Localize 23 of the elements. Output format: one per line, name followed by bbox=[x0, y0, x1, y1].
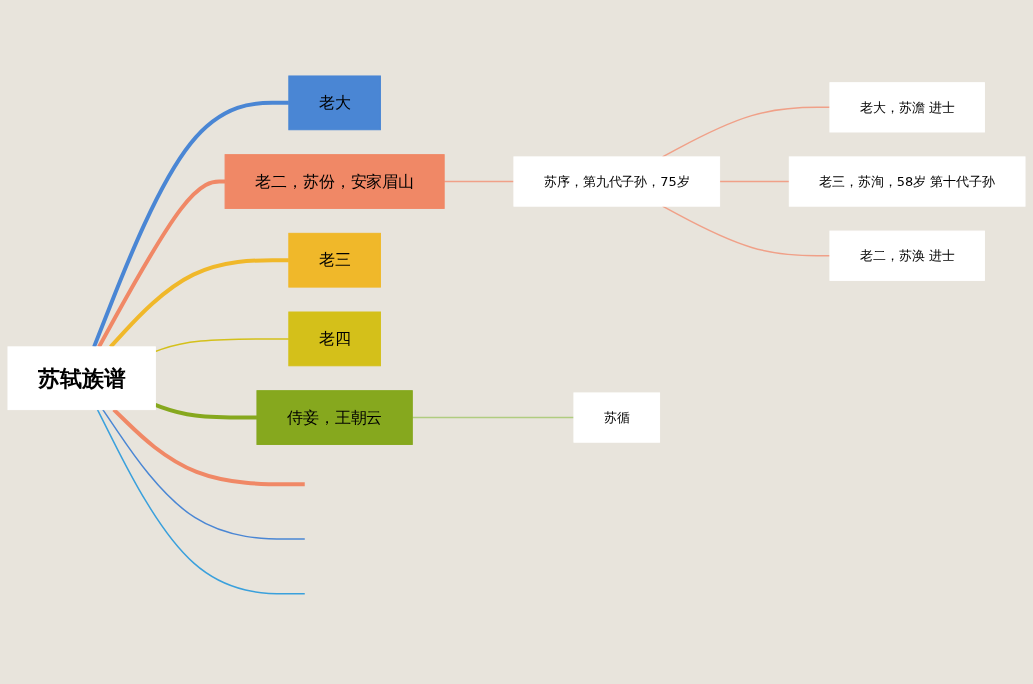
node-box: 老四 bbox=[288, 311, 381, 366]
node-box: 苏序，第九代子孙，75岁 bbox=[513, 156, 721, 207]
connector bbox=[443, 180, 515, 182]
node-box: 老三，苏洵，58岁 第十代子孙 bbox=[788, 156, 1026, 207]
connector bbox=[661, 205, 831, 257]
node-box: 老大，苏澹 进士 bbox=[829, 81, 985, 133]
connector bbox=[661, 106, 831, 158]
node-box: 老二，苏涣 进士 bbox=[829, 230, 985, 281]
connector bbox=[96, 408, 306, 595]
node-box: 侍妾，王朝云 bbox=[256, 389, 413, 445]
connector bbox=[109, 257, 289, 348]
node-box: 老二，苏份，安家眉山 bbox=[224, 153, 445, 209]
connector bbox=[102, 408, 306, 540]
node-box: 老三 bbox=[288, 232, 381, 288]
connector bbox=[411, 416, 575, 418]
connector bbox=[154, 402, 257, 420]
node-box: 苏轼族谱 bbox=[7, 346, 156, 410]
node-box: 苏循 bbox=[573, 392, 661, 443]
node-box: 老大 bbox=[288, 75, 381, 130]
connector bbox=[154, 337, 290, 352]
connector bbox=[92, 100, 289, 348]
connector bbox=[97, 179, 226, 348]
connector bbox=[718, 180, 791, 182]
